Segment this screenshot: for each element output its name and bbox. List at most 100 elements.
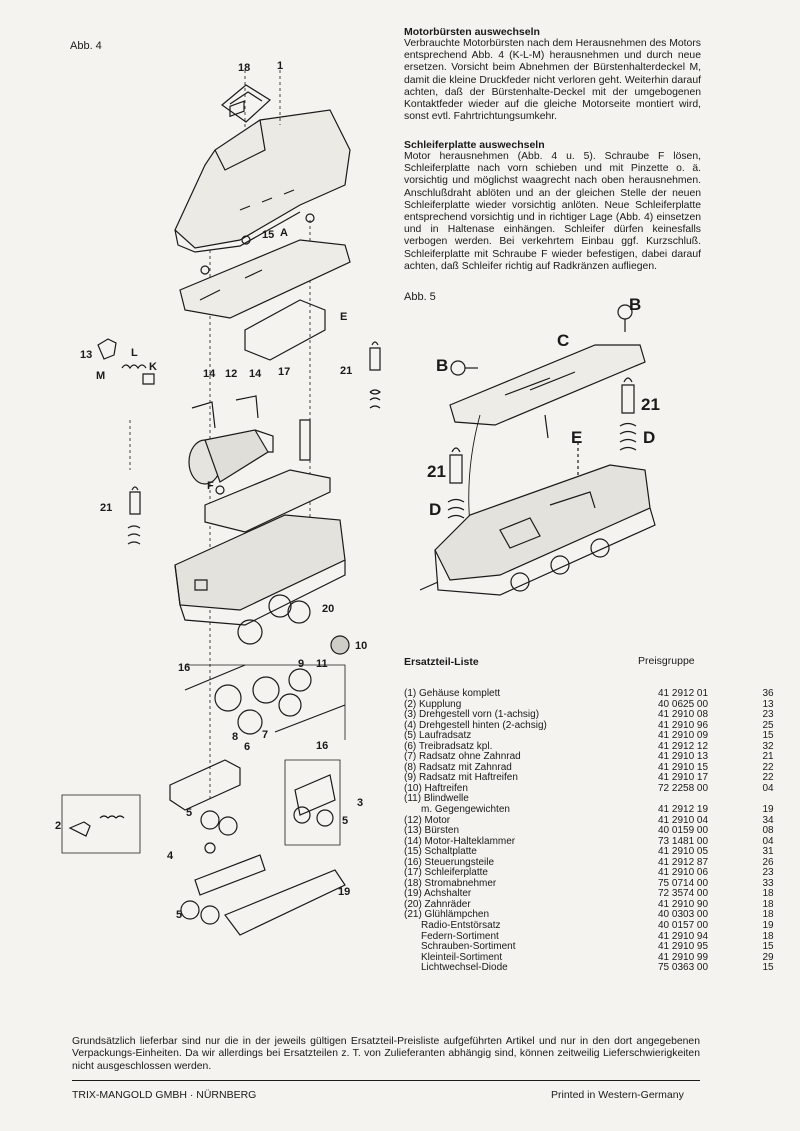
callout: 9 xyxy=(298,658,305,670)
callout: C xyxy=(557,331,570,350)
part-name: (17) Schleiferplatte xyxy=(404,867,488,879)
part-name: (21) Glühlämpchen xyxy=(404,909,490,921)
part-number: 41 2910 96 xyxy=(658,719,709,731)
part-name: (13) Bürsten xyxy=(404,825,460,837)
table-row: (4) Drehgestell hinten (2-achsig) 41 2910… xyxy=(404,719,788,732)
table-row: (3) Drehgestell vorn (1-achsig) 41 2910 0… xyxy=(404,710,788,721)
callout: 13 xyxy=(80,349,93,361)
part-number: 40 0159 00 xyxy=(658,825,709,837)
part-number: 41 2910 06 xyxy=(658,867,709,879)
callout: 1 xyxy=(277,60,284,72)
callout: B xyxy=(629,295,642,314)
part-number: 41 2910 90 xyxy=(658,898,709,910)
callout: 7 xyxy=(262,729,269,741)
callout: 2 xyxy=(55,820,62,832)
callout: 3 xyxy=(357,797,364,809)
part-name: (1) Gehäuse komplett xyxy=(404,688,501,699)
price-group: 21 xyxy=(762,751,774,763)
callout: 19 xyxy=(338,886,351,898)
part-name: Lichtwechsel-Diode xyxy=(421,962,508,974)
figure-label-abb4: Abb. 4 xyxy=(70,40,102,52)
part-number: 41 2910 95 xyxy=(658,941,709,953)
callout: 21 xyxy=(641,395,660,414)
figure-label-abb5: Abb. 5 xyxy=(404,291,436,303)
part-number: 41 2910 04 xyxy=(658,814,709,826)
part-name: Kleinteil-Sortiment xyxy=(421,951,503,963)
section-brushes: Motorbürsten auswechseln Verbrauchte Mot… xyxy=(404,26,701,123)
callout: L xyxy=(131,347,138,359)
part-number: 41 2912 01 xyxy=(658,688,709,699)
price-group: 29 xyxy=(762,951,774,963)
exploded-view-drawing xyxy=(0,0,400,990)
part-number: 41 2910 09 xyxy=(658,730,709,742)
part-name: (19) Achshalter xyxy=(404,888,472,900)
part-name: (16) Steuerungsteile xyxy=(404,856,495,868)
price-group: 25 xyxy=(762,719,774,731)
part-number: 41 2912 87 xyxy=(658,856,709,868)
callout: D xyxy=(429,500,442,519)
price-group: 18 xyxy=(762,898,774,910)
collector-plate-drawing xyxy=(410,290,710,600)
price-group: 36 xyxy=(762,688,774,699)
part-name: (12) Motor xyxy=(404,814,451,826)
part-number: 72 2258 00 xyxy=(658,782,709,794)
price-group: 26 xyxy=(762,856,774,868)
part-name: m. Gegengewichten xyxy=(421,804,510,816)
part-number: 41 2910 08 xyxy=(658,709,709,721)
callout: E xyxy=(571,428,583,447)
callout: 8 xyxy=(232,731,239,743)
part-name: (15) Schaltplatte xyxy=(404,846,477,858)
footer-divider xyxy=(72,1080,700,1081)
price-group: 15 xyxy=(762,730,774,742)
price-group: 19 xyxy=(762,804,774,816)
part-number: 75 0363 00 xyxy=(658,962,709,974)
section-heading: Motorbürsten auswechseln xyxy=(404,26,540,38)
section-body: Verbrauchte Motorbürsten nach dem Heraus… xyxy=(404,38,701,123)
callout: 21 xyxy=(100,502,113,514)
price-group: 18 xyxy=(762,930,774,942)
callout: 16 xyxy=(178,662,191,674)
price-group: 15 xyxy=(762,962,774,974)
price-group: 23 xyxy=(762,709,774,721)
availability-notice: Grundsätzlich lieferbar sind nur die in … xyxy=(72,1036,700,1072)
callout: 17 xyxy=(278,366,291,378)
callout: B xyxy=(436,356,449,375)
company-name: TRIX-MANGOLD GMBH · NÜRNBERG xyxy=(72,1089,257,1101)
part-number: 41 2910 99 xyxy=(658,951,709,963)
price-group: 13 xyxy=(762,698,774,710)
part-name: (18) Stromabnehmer xyxy=(404,877,497,889)
section-heading: Schleiferplatte auswechseln xyxy=(404,139,545,151)
callout: 10 xyxy=(355,640,368,652)
part-name: (6) Treibradsatz kpl. xyxy=(404,740,493,752)
price-group: 22 xyxy=(762,761,774,773)
callout: 6 xyxy=(244,741,251,753)
part-number: 41 2910 15 xyxy=(658,761,709,773)
part-number: 40 0157 00 xyxy=(658,920,709,932)
part-number: 41 2912 12 xyxy=(658,740,709,752)
part-name: (7) Radsatz ohne Zahnrad xyxy=(404,751,521,763)
price-group: 04 xyxy=(762,782,774,794)
price-group: 15 xyxy=(762,941,774,953)
part-name: (3) Drehgestell vorn (1-achsig) xyxy=(404,709,540,721)
table-row: (1) Gehäuse komplett 41 2912 01 36 xyxy=(404,688,788,700)
part-name: (4) Drehgestell hinten (2-achsig) xyxy=(404,719,547,731)
table-row: (13) Bürsten 40 0159 00 08 xyxy=(404,826,788,837)
table-row: Kleinteil-Sortiment 41 2910 99 29 xyxy=(404,951,788,964)
price-group: 08 xyxy=(762,825,774,837)
callout: 5 xyxy=(176,909,183,921)
callout: 20 xyxy=(322,603,335,615)
price-group: 22 xyxy=(762,772,774,784)
